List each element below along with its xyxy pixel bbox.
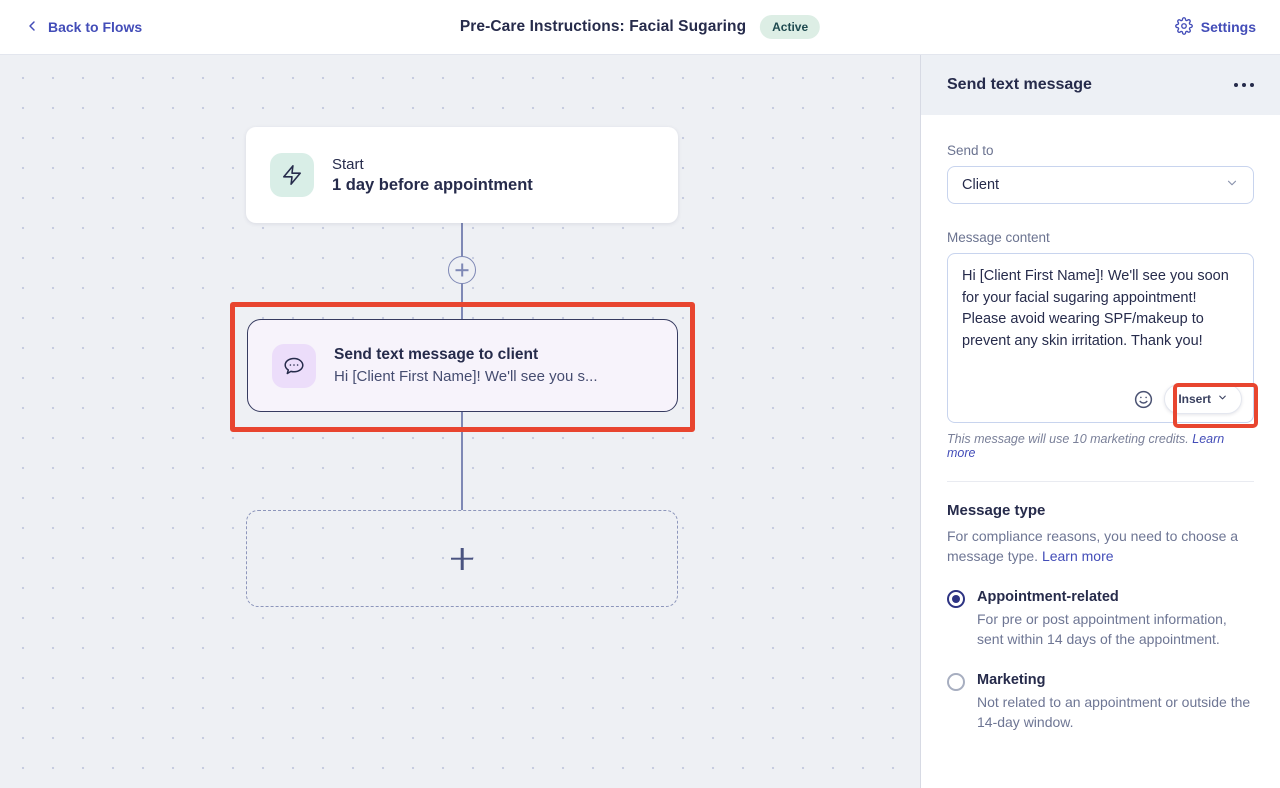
message-content-label: Message content xyxy=(947,230,1050,245)
plus-icon xyxy=(451,548,473,570)
start-node[interactable]: Start 1 day before appointment xyxy=(246,127,678,223)
page-title: Pre-Care Instructions: Facial Sugaring xyxy=(459,18,747,35)
settings-button[interactable]: Settings xyxy=(1036,16,1256,38)
more-options-button[interactable] xyxy=(1233,77,1254,94)
message-type-description: For compliance reasons, you need to choo… xyxy=(947,528,1239,564)
chevron-left-icon xyxy=(24,18,40,37)
radio-appointment-related[interactable] xyxy=(947,590,965,608)
flow-title-group: Pre-Care Instructions: Facial Sugaring A… xyxy=(459,15,821,39)
back-to-flows-link[interactable]: Back to Flows xyxy=(24,18,244,37)
radio-label[interactable]: Appointment-related xyxy=(977,589,1119,605)
option-marketing: Marketing Not related to an appointment … xyxy=(947,672,1254,732)
radio-label[interactable]: Marketing xyxy=(977,672,1046,688)
send-to-value: Client xyxy=(962,177,1000,193)
radio-marketing[interactable] xyxy=(947,673,965,691)
speech-bubble-icon xyxy=(272,343,316,388)
lightning-bolt-icon xyxy=(270,153,314,197)
send-text-node-preview: Hi [Client First Name]! We'll see you s.… xyxy=(334,368,598,385)
panel-header: Send text message xyxy=(921,55,1280,115)
panel-title: Send text message xyxy=(947,76,1092,93)
back-label: Back to Flows xyxy=(48,19,143,35)
flow-canvas[interactable]: Start 1 day before appointment Send tex xyxy=(0,55,920,788)
send-text-node-title: Send text message to client xyxy=(334,346,539,363)
top-bar: Back to Flows Pre-Care Instructions: Fac… xyxy=(0,0,1280,55)
status-badge: Active xyxy=(760,15,821,39)
side-panel: Send text message Send to Client Message… xyxy=(920,55,1280,788)
divider xyxy=(947,481,1254,482)
send-to-select[interactable]: Client xyxy=(947,166,1254,204)
send-to-label: Send to xyxy=(947,143,994,158)
emoji-picker-button[interactable] xyxy=(1133,389,1154,410)
add-step-button[interactable] xyxy=(448,256,476,284)
start-node-label: Start xyxy=(332,155,364,173)
gear-icon xyxy=(1174,16,1193,38)
option-appointment-related: Appointment-related For pre or post appo… xyxy=(947,589,1254,649)
credits-note: This message will use 10 marketing credi… xyxy=(947,432,1225,460)
radio-description: For pre or post appointment information,… xyxy=(977,611,1227,647)
empty-step-placeholder[interactable] xyxy=(246,510,678,607)
start-node-description: 1 day before appointment xyxy=(332,175,533,194)
credits-learn-more-link[interactable]: Learn more xyxy=(947,432,1225,460)
insert-field-button[interactable]: Insert xyxy=(1164,384,1242,414)
send-text-node[interactable]: Send text message to client Hi [Client F… xyxy=(247,319,678,412)
message-type-heading: Message type xyxy=(947,502,1046,519)
message-type-learn-more-link[interactable]: Learn more xyxy=(1041,547,1114,564)
radio-description: Not related to an appointment or outside… xyxy=(977,694,1251,730)
insert-label: Insert xyxy=(1178,392,1211,406)
settings-label: Settings xyxy=(1200,19,1256,35)
chevron-down-icon xyxy=(1225,176,1239,194)
chevron-down-icon xyxy=(1217,392,1228,406)
